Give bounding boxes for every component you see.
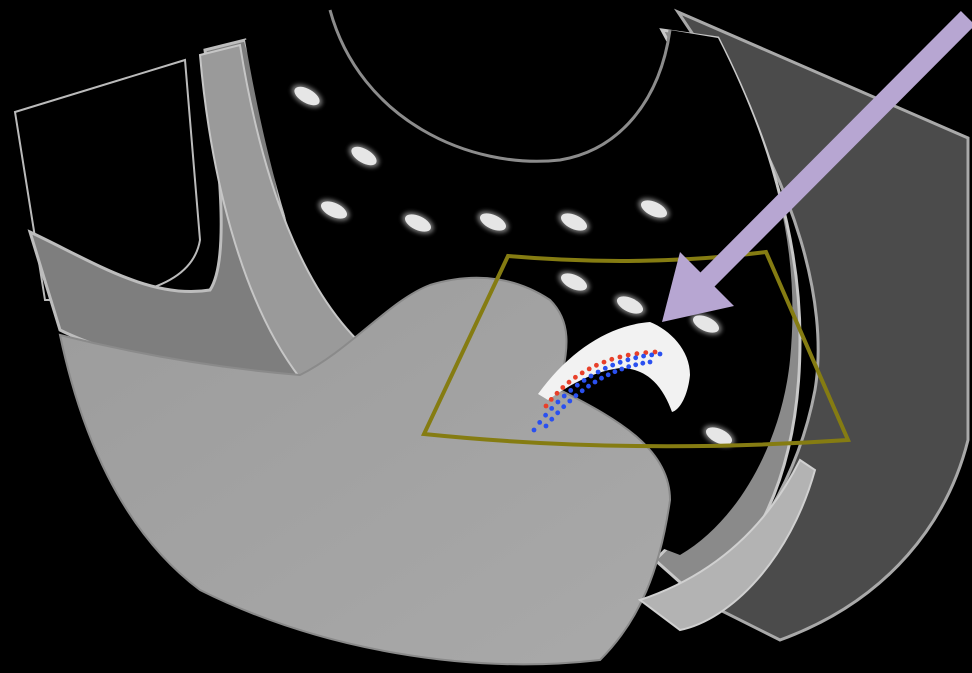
blue-curve-dot [537,420,542,425]
blue-curve-dot [567,399,572,404]
blue-curve-dot [575,383,580,388]
red-curve-dot [544,404,549,409]
blue-curve-dot [549,406,554,411]
blue-curve-dot [543,413,548,418]
blue-curve-dot [658,352,663,357]
red-curve-dot [567,380,572,385]
red-curve-dot [618,355,623,360]
blue-curve-dot [596,370,601,375]
blue-curve-dot [562,394,567,399]
blue-curve-dot [619,367,624,372]
red-curve-dot [580,371,585,376]
blue-curve-dot [626,357,631,362]
blue-curve-dot [633,355,638,360]
red-curve-dot [635,351,640,356]
red-curve-dot [609,357,614,362]
blue-curve-dot [626,364,631,369]
red-curve-dot [549,397,554,402]
blue-curve-dot [613,369,618,374]
blue-curve-dot [593,380,598,385]
blue-curve-dot [532,428,537,433]
blue-curve-dot [640,361,645,366]
blue-curve-dot [574,393,579,398]
red-curve-dot [626,353,631,358]
blue-curve-dot [556,400,561,405]
blue-curve-dot [618,360,623,365]
blue-curve-dot [633,362,638,367]
blue-curve-dot [589,374,594,379]
blue-curve-dot [603,366,608,371]
blue-curve-dot [641,354,646,359]
blue-curve-dot [649,353,654,358]
blue-curve-dot [580,388,585,393]
blue-curve-dot [606,372,611,377]
blue-curve-dot [582,378,587,383]
red-curve-dot [560,385,565,390]
blue-curve-dot [568,388,573,393]
red-curve-dot [587,367,592,372]
blue-curve-dot [599,376,604,381]
red-curve-dot [555,391,560,396]
blue-curve-dot [610,363,615,368]
blue-curve-dot [648,360,653,365]
red-curve-dot [594,363,599,368]
blue-curve-dot [544,424,549,429]
blue-curve-dot [549,417,554,422]
red-curve-dot [573,375,578,380]
blue-curve-dot [555,410,560,415]
blue-curve-dot [561,404,566,409]
red-curve-dot [602,360,607,365]
blue-curve-dot [586,384,591,389]
